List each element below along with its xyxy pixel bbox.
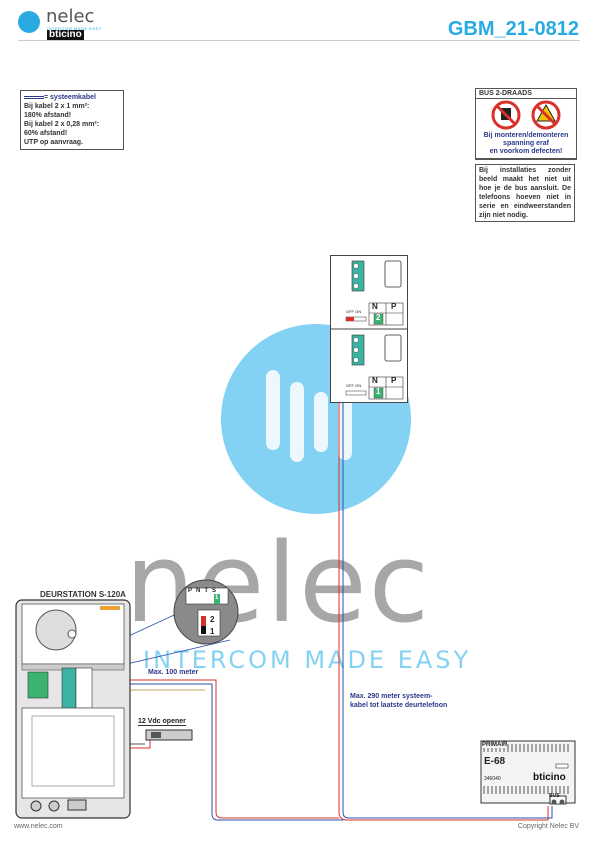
- psu-model: E-68: [484, 756, 506, 767]
- nelec-logo-icon: [18, 11, 40, 33]
- warning-line: en voorkom defecten!: [489, 148, 563, 155]
- callout-label-t: T: [204, 588, 213, 594]
- watermark-bars-icon: [266, 370, 352, 462]
- document-code: GBM_21-0812: [447, 18, 579, 40]
- callout-terminal-labels: PNTS: [188, 588, 220, 594]
- note-line: Bij kabel 2 x 1 mm²:: [24, 103, 90, 110]
- max-100-label: Max. 100 meter: [148, 669, 199, 676]
- max-290-label-2: kabel tot laatste deurtelefoon: [350, 702, 448, 709]
- phone1-n-value: 2: [376, 313, 381, 322]
- screw-icon: [48, 800, 60, 812]
- screw-icon: [30, 800, 42, 812]
- logo-name: nelec: [46, 6, 95, 27]
- phone-1: [345, 260, 404, 326]
- psu-code: 346040: [484, 776, 501, 782]
- no-power-icons: [491, 100, 561, 130]
- callout-number-2: 2: [210, 615, 215, 624]
- door-opener-icon: [145, 729, 193, 741]
- psu-brand: bticino: [533, 772, 566, 783]
- watermark-tagline: INTERCOM MADE EASY: [143, 646, 472, 674]
- bus-wire-blue: [342, 270, 553, 819]
- door-wire-blue: [80, 683, 343, 821]
- psu-label: PRIMAIR: [482, 742, 508, 748]
- footer-website[interactable]: www.nelec.com: [14, 823, 63, 830]
- indoor-phones: [330, 255, 408, 403]
- footer-copyright: Copyright Nelec BV: [517, 823, 579, 830]
- callout-n-value: 1: [215, 595, 219, 601]
- phone-2: [345, 334, 404, 400]
- handset-icon: [384, 260, 402, 288]
- warning-line: spanning eraf: [503, 140, 549, 147]
- bticino-logo: bticino: [47, 29, 84, 40]
- bus-note: Bij installaties zonder beeld maakt het …: [475, 164, 575, 222]
- bus-warning-box: BUS 2-DRAADS Bij monteren/demonteren spa…: [475, 88, 577, 160]
- phone1-n-label: N: [372, 302, 378, 311]
- phone2-switch-label: OFF ON: [346, 383, 362, 388]
- note-line: Bij kabel 2 x 0,28 mm²:: [24, 121, 100, 128]
- max-290-label-1: Max. 290 meter systeem-: [350, 693, 433, 700]
- opener-label: 12 Vdc opener: [138, 718, 186, 726]
- callout-number-1: 1: [210, 627, 215, 636]
- door-wire-red: [80, 679, 339, 819]
- logo-tagline: INTERCOM MADE EASY: [47, 26, 102, 31]
- note-line: 60% afstand!: [24, 130, 68, 137]
- psu-bus-label: BUS: [549, 793, 560, 799]
- bus-title: BUS 2-DRAADS: [476, 89, 576, 99]
- door-station: [15, 599, 131, 819]
- callout-label-p: P: [188, 588, 197, 594]
- note-line: UTP op aanvraag.: [24, 139, 84, 146]
- phone1-p-label: P: [391, 302, 397, 311]
- legend-text: = systeemkabel: [44, 94, 96, 101]
- header-divider: [18, 40, 580, 41]
- phone1-switch-label: OFF ON: [346, 309, 362, 314]
- callout-label-s: S: [212, 588, 221, 594]
- handset-icon: [384, 334, 402, 362]
- power-supply: [480, 740, 576, 805]
- cable-note: = systeemkabel Bij kabel 2 x 1 mm²: 180%…: [20, 90, 124, 150]
- warning-line: Bij monteren/demonteren: [483, 132, 569, 139]
- phone2-n-label: N: [372, 376, 378, 385]
- door-station-title: DEURSTATION S-120A: [40, 590, 126, 599]
- phone2-n-value: 1: [376, 387, 381, 396]
- callout-label-n: N: [196, 588, 205, 594]
- system-cable-legend-icon: [24, 95, 44, 99]
- phone2-p-label: P: [391, 376, 397, 385]
- callout-bubble: [173, 579, 239, 645]
- no-voltage-icon: [531, 100, 561, 130]
- note-line: 180% afstand!: [24, 112, 72, 119]
- speaker-icon: [35, 609, 77, 651]
- bus-wire-red: [338, 270, 549, 821]
- no-plug-icon: [491, 100, 521, 130]
